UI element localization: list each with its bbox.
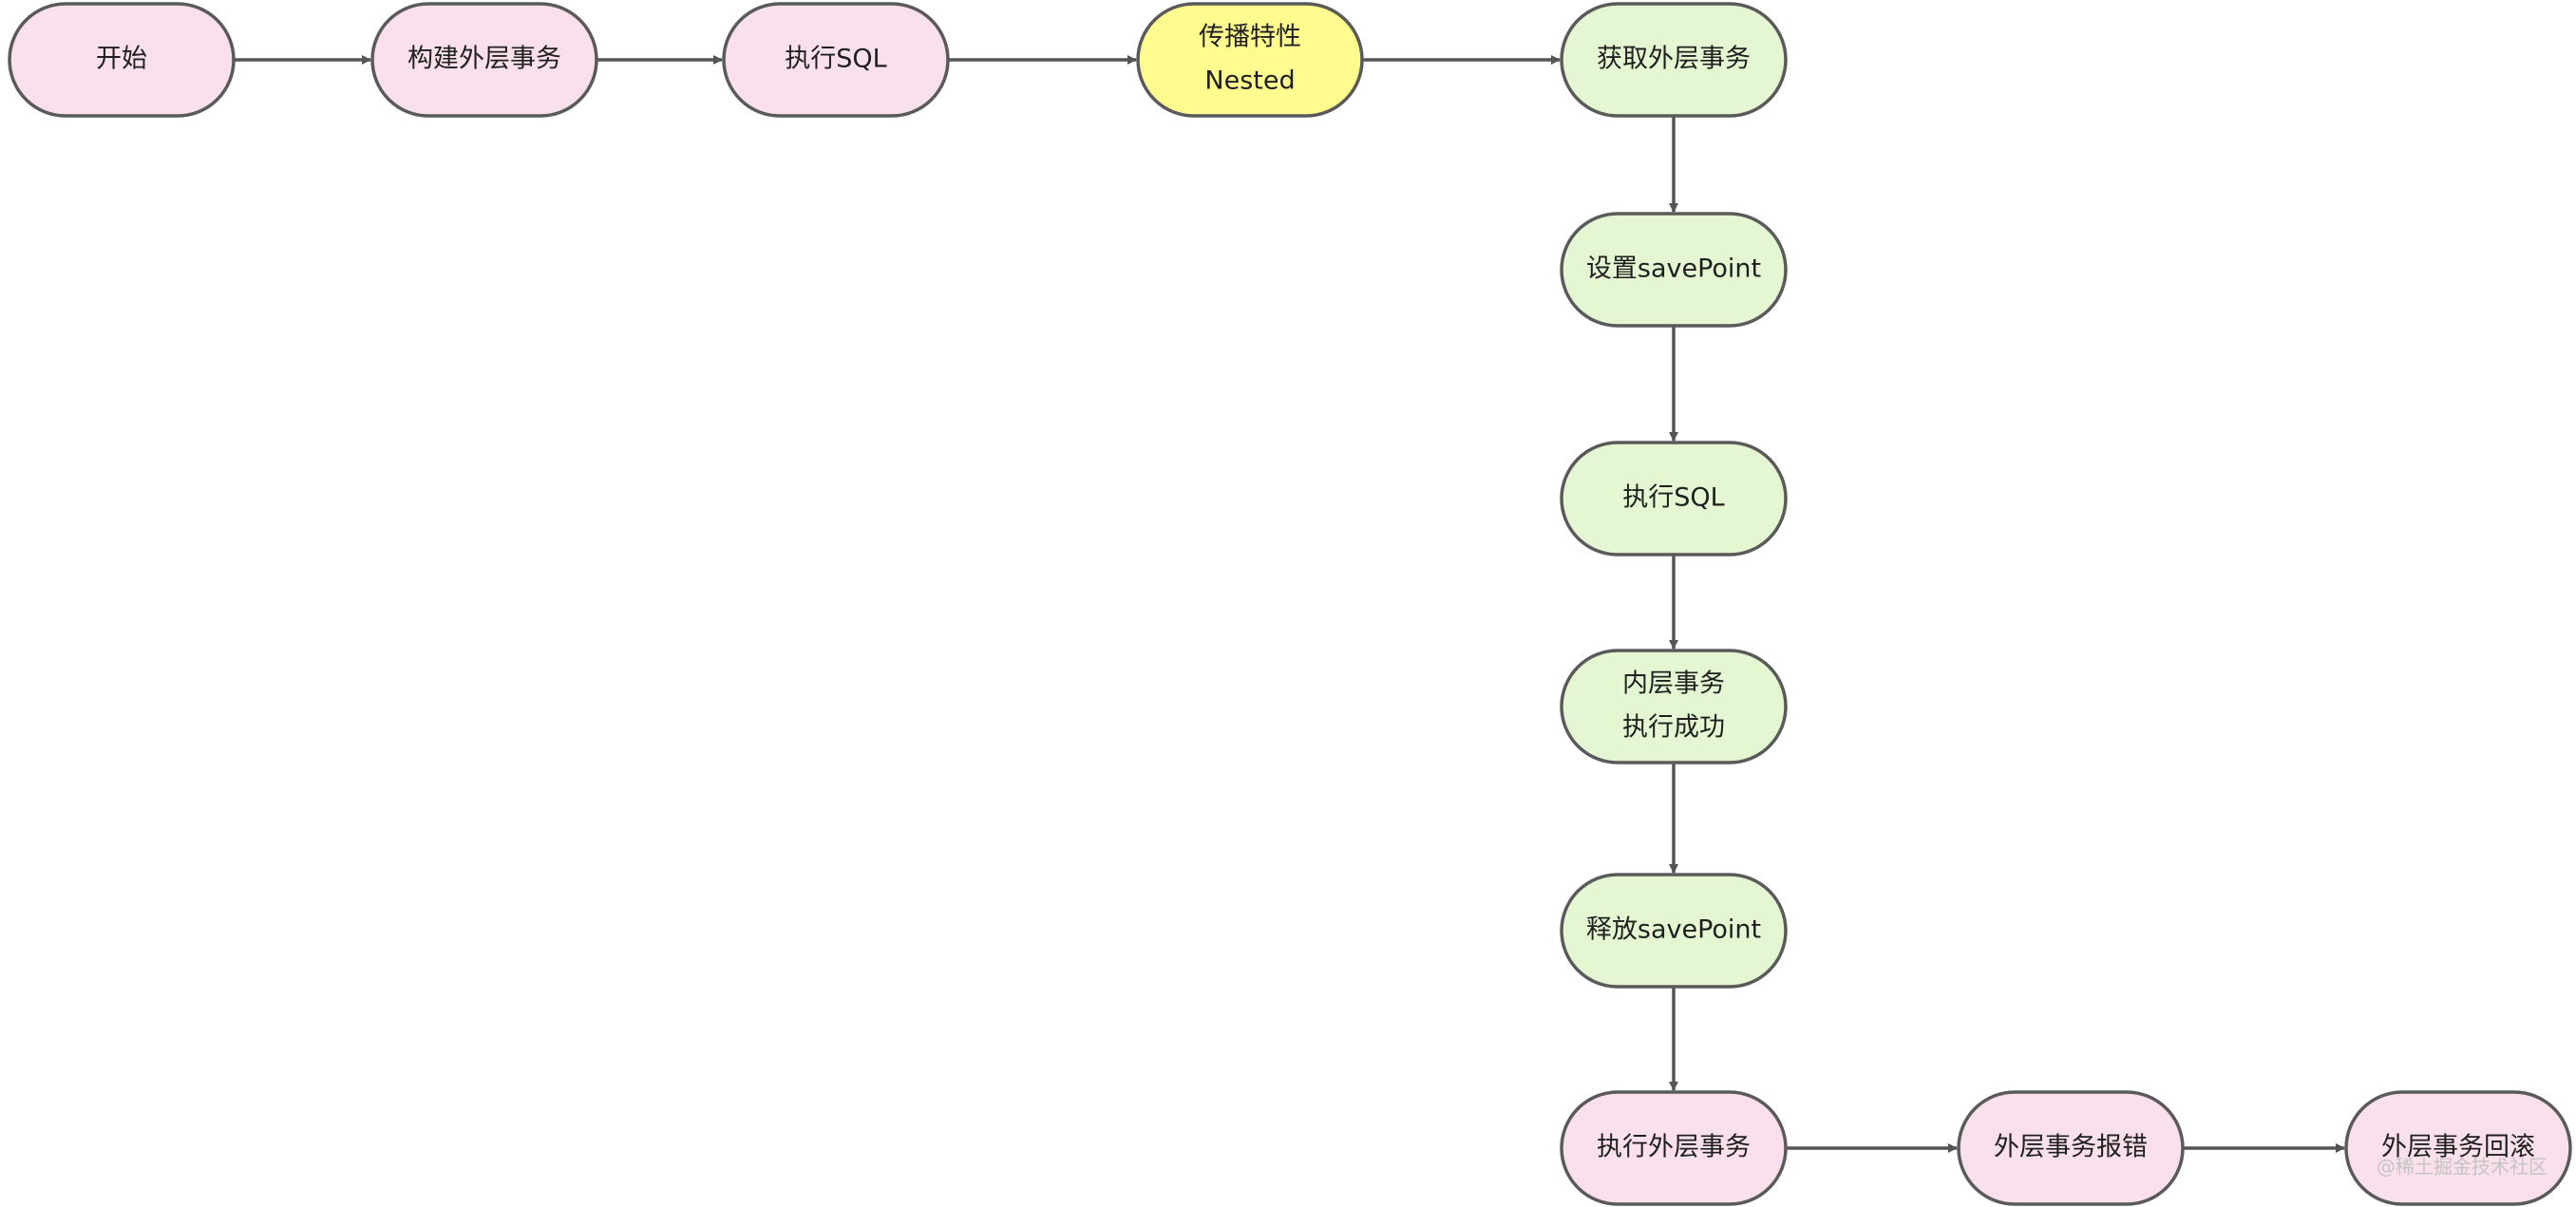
node-exec-outer-tx: 执行外层事务 bbox=[1560, 1090, 1788, 1206]
node-label-outer-tx-error: 外层事务报错 bbox=[1994, 1133, 2148, 1162]
node-exec-sql-1: 执行SQL bbox=[722, 2, 950, 118]
node-label-exec-outer-tx: 执行外层事务 bbox=[1597, 1133, 1751, 1162]
node-label-inner-tx-success: 内层事务 bbox=[1622, 670, 1725, 699]
node-shape-propagation-nested bbox=[1136, 2, 1364, 118]
node-shape-build-outer-tx bbox=[370, 2, 598, 118]
node-release-savepoint: 释放savePoint bbox=[1560, 873, 1788, 989]
node-set-savepoint: 设置savePoint bbox=[1560, 212, 1788, 328]
watermark-text: @稀土掘金技术社区 bbox=[2377, 1156, 2548, 1179]
node-outer-tx-rollback: 外层事务回滚 bbox=[2344, 1090, 2572, 1206]
node-shape-outer-tx-error bbox=[1957, 1090, 2185, 1206]
node-label-exec-sql-2: 执行SQL bbox=[1622, 483, 1724, 513]
nodes-layer: 开始构建外层事务执行SQL传播特性Nested获取外层事务设置savePoint… bbox=[8, 2, 2572, 1206]
node-label-propagation-nested: Nested bbox=[1204, 66, 1295, 96]
node-label-get-outer-tx: 获取外层事务 bbox=[1597, 45, 1751, 74]
node-get-outer-tx: 获取外层事务 bbox=[1560, 2, 1788, 118]
node-label-propagation-nested: 传播特性 bbox=[1199, 23, 1301, 52]
node-shape-exec-outer-tx bbox=[1560, 1090, 1788, 1206]
node-label-inner-tx-success: 执行成功 bbox=[1622, 713, 1725, 743]
node-shape-release-savepoint bbox=[1560, 873, 1788, 989]
node-start: 开始 bbox=[8, 2, 236, 118]
node-shape-set-savepoint bbox=[1560, 212, 1788, 328]
edges-layer bbox=[234, 55, 2345, 1153]
node-outer-tx-error: 外层事务报错 bbox=[1957, 1090, 2185, 1206]
node-shape-exec-sql-2 bbox=[1560, 441, 1788, 556]
node-shape-start bbox=[8, 2, 236, 118]
node-label-set-savepoint: 设置savePoint bbox=[1586, 255, 1761, 284]
node-label-release-savepoint: 释放savePoint bbox=[1586, 915, 1761, 945]
node-shape-exec-sql-1 bbox=[722, 2, 950, 118]
node-build-outer-tx: 构建外层事务 bbox=[370, 2, 598, 118]
node-exec-sql-2: 执行SQL bbox=[1560, 441, 1788, 556]
node-propagation-nested: 传播特性 Nested bbox=[1136, 2, 1364, 118]
node-label-exec-sql-1: 执行SQL bbox=[785, 45, 886, 74]
node-shape-inner-tx-success bbox=[1560, 649, 1788, 764]
node-label-start: 开始 bbox=[96, 45, 147, 74]
node-shape-outer-tx-rollback bbox=[2344, 1090, 2572, 1206]
node-shape-get-outer-tx bbox=[1560, 2, 1788, 118]
node-label-outer-tx-rollback: 外层事务回滚 bbox=[2381, 1133, 2535, 1162]
node-label-build-outer-tx: 构建外层事务 bbox=[407, 45, 561, 74]
